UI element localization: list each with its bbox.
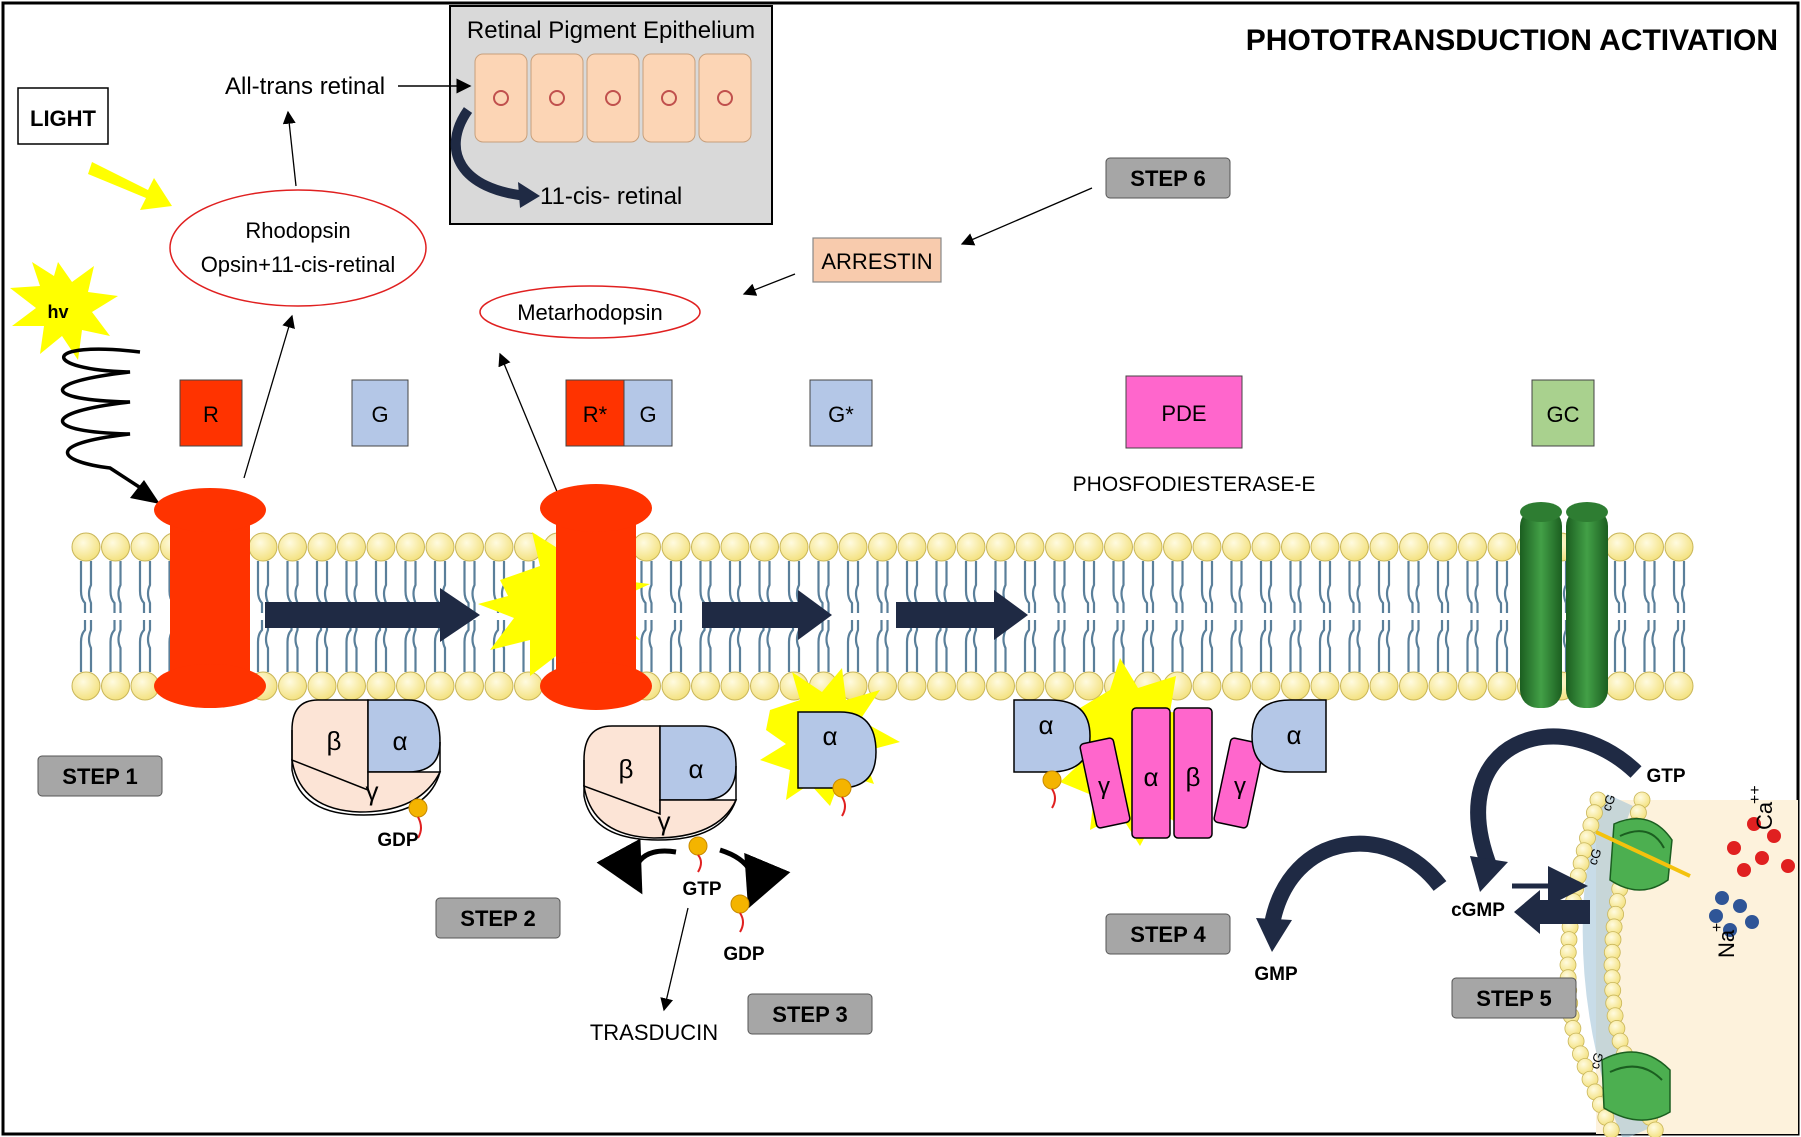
beta-label-1: β [327,726,342,756]
light-arrow-icon [88,162,172,210]
legend-r-box [179,379,243,447]
arrow-to-all-trans [282,110,297,187]
step-2-label: STEP 2 [460,906,535,931]
pde-gamma-left-label: γ [1098,773,1110,800]
all-trans-retinal-label: All-trans retinal [225,73,385,100]
g-protein-exchange: β α γ GTP GDP TRASDUCIN [583,725,791,1045]
rpe-cells [474,53,752,143]
cg-label-1: cG [1599,792,1619,813]
pde-complex: α α β γ γ α [1013,658,1327,846]
active-alpha-subunit: α [760,668,900,817]
alpha-label-3: α [822,721,837,751]
step-6-label: STEP 6 [1130,166,1205,191]
arrow-r-star-to-metarhodopsin [498,352,559,495]
page-title: PHOTOTRANSDUCTION ACTIVATION [1246,24,1778,57]
legend-g-label: G [371,402,388,427]
gmp-label: GMP [1254,964,1298,985]
step-5-badge: STEP 5 [1451,977,1577,1019]
step-4-badge: STEP 4 [1105,913,1231,955]
step-3-badge: STEP 3 [747,993,873,1035]
calcium-label: Ca [1752,801,1777,830]
gamma-label-2: γ [658,806,671,836]
legend-g-pair-box [623,379,673,447]
metarhodopsin-label: Metarhodopsin [517,300,663,325]
photon-burst-icon: hv [10,262,118,360]
trasducin-label: TRASDUCIN [590,1020,718,1045]
cgmp-channel-lower: cG [1587,1050,1671,1121]
cyclic-nucleotide-arrows: GTP cGMP GMP [1254,728,1686,985]
rpe-box: Retinal Pigment Epithelium 11-cis- retin… [449,5,773,225]
step-1-label: STEP 1 [62,764,137,789]
beta-label-2: β [619,754,634,784]
gtp-label-1: GTP [682,879,721,900]
legend-gc-box [1531,379,1595,447]
cg-label-2: cG [1585,846,1605,867]
alpha-label-2: α [688,754,703,784]
gdp-label-2: GDP [723,944,765,965]
step-6-badge: STEP 6 [1105,157,1231,199]
step-5-label: STEP 5 [1476,986,1551,1011]
arrestin-label: ARRESTIN [821,249,932,274]
gdp-label-1: GDP [377,830,419,851]
step-1-badge: STEP 1 [37,755,163,797]
alpha-label-4: α [1038,710,1053,740]
legend-pde-box [1125,375,1243,449]
alpha-label-1: α [392,726,407,756]
pde-full-name: PHOSFODIESTERASE-E [1073,473,1316,496]
rhodopsin-composition-label: Opsin+11-cis-retinal [201,252,396,277]
alpha-label-5: α [1286,720,1301,750]
metarhodopsin-ellipse [479,285,701,339]
arrow-r-to-rhodopsin [243,314,295,479]
light-box [17,87,109,145]
rpe-cis-label: 11-cis- retinal [540,183,682,210]
step5-region: cG cG cG Ca ++ Na + [1559,785,1798,1137]
cgmp-channel-upper: cG cG [1585,792,1691,891]
gamma-label-1: γ [366,776,379,806]
rhodopsin-receptor [154,488,266,708]
rhodopsin-ellipse [169,189,427,307]
cgmp-label: cGMP [1451,900,1505,921]
pde-beta-label: β [1186,762,1201,792]
step-4-label: STEP 4 [1130,922,1206,947]
arrow-step6-to-arrestin [960,187,1093,246]
calcium-ions-icon [1727,817,1795,877]
gtp-label-2: GTP [1646,766,1685,787]
arrestin-box [812,237,942,283]
sodium-charge: + [1709,923,1726,932]
sodium-label: Na [1714,929,1739,958]
cg-label-3: cG [1587,1050,1607,1071]
legend-pde-label: PDE [1161,401,1206,426]
photon-wave-icon [61,347,160,504]
activated-rhodopsin-receptor [540,484,652,710]
pde-alpha-label: α [1143,762,1158,792]
g-protein-inactive: β α γ GDP [291,699,442,851]
legend-r-label: R [203,402,219,427]
legend-gc-label: GC [1547,402,1580,427]
legend-g-pair-label: G [639,402,656,427]
membrane-flow-arrows [265,588,1028,642]
rpe-title: Retinal Pigment Epithelium [467,17,755,44]
calcium-charge: ++ [1747,785,1764,804]
sodium-ions-icon [1709,891,1759,937]
rhodopsin-label: Rhodopsin [245,218,350,243]
legend-g-star-label: G* [828,402,854,427]
legend-g-box [351,379,409,447]
legend-r-star-label: R* [583,402,608,427]
step-2-badge: STEP 2 [435,897,561,939]
step-3-label: STEP 3 [772,1002,847,1027]
light-label: LIGHT [30,106,97,131]
hv-label: hv [47,302,68,322]
arrow-arrestin-to-metarhodopsin [742,273,796,296]
guanylate-cyclase-channel [1520,502,1608,708]
pde-gamma-right-label: γ [1234,773,1246,800]
legend-g-star-box [809,379,873,447]
